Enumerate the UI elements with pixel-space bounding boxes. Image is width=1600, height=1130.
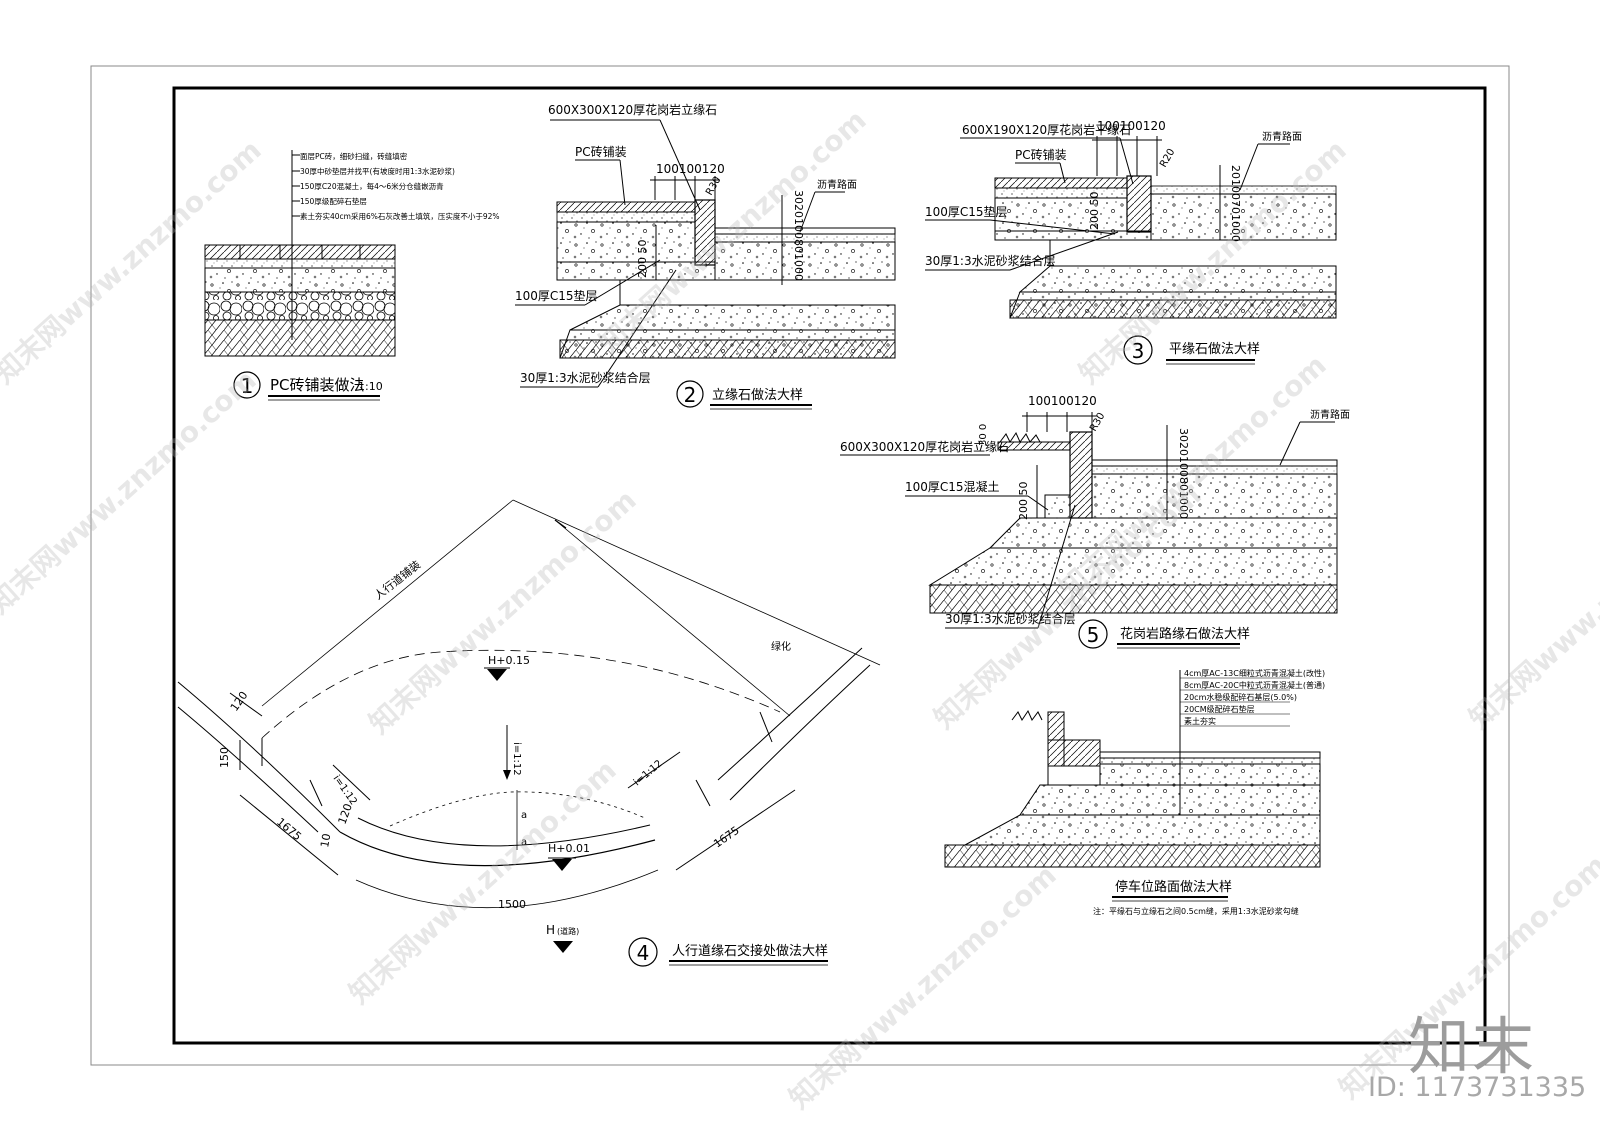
d4-title: 人行道缘石交接处做法大样 xyxy=(672,943,828,959)
detail-2-vertical-curb: 100100120 R30 600X300X120厚花岗岩立缘石 PC砖铺装 沥… xyxy=(515,102,896,410)
d3-asphalt-label: 沥青路面 xyxy=(1262,130,1302,143)
d1-title: PC砖铺装做法 xyxy=(270,376,365,394)
d5-mortar-label: 30厚1:3水泥砂浆结合层 xyxy=(945,611,1076,626)
d5-number-circle xyxy=(1078,619,1108,649)
watermark-9: 知末网www.znzmo.com xyxy=(783,858,1063,1115)
d5-dim-side: 200 50 xyxy=(1017,482,1030,521)
d4-level-mid: H+0.01 xyxy=(548,842,590,855)
d4-slope-center: i=1:12 xyxy=(511,742,522,776)
parking-title: 停车位路面做法大样 xyxy=(1115,879,1232,895)
d1-scale: 1:10 xyxy=(358,380,383,393)
d5-dim-small: 30 0 xyxy=(978,424,989,446)
d3-pc-label: PC砖铺装 xyxy=(1015,147,1067,162)
watermark-11: 知末网www.znzmo.com xyxy=(1463,478,1600,735)
d3-title: 平缘石做法大样 xyxy=(1169,342,1260,357)
d2-asphalt-label: 沥青路面 xyxy=(817,178,857,191)
d2-c15-label: 100厚C15垫层 xyxy=(515,288,598,303)
watermark-2: 知末网www.znzmo.com xyxy=(0,363,263,620)
d4-dim-150: 150 xyxy=(218,747,231,768)
d4-dim-1675b: 1675 xyxy=(711,824,741,851)
d3-number: 3 xyxy=(1132,339,1145,363)
d3-stone-label: 600X190X120厚花岗岩平缘石 xyxy=(962,122,1131,137)
parking-layer-1: 4cm厚AC-13C细粒式沥青混凝土(改性) xyxy=(1184,668,1325,678)
d1-note-2: 30厚中砂垫层并找平(有坡度时用1:3水泥砂浆) xyxy=(300,166,455,176)
d2-dim-top: 100100120 xyxy=(656,162,725,176)
parking-layer-3: 20cm水稳级配碎石基层(5.0%) xyxy=(1184,692,1297,702)
d4-level-road: H xyxy=(546,923,555,937)
d1-note-4: 150厚级配碎石垫层 xyxy=(300,196,367,206)
d1-number-circle xyxy=(233,371,261,399)
detail-5-granite-curb: 100100120 R30 30 0 600X300X120厚花岗岩立缘石 沥青… xyxy=(840,394,1350,649)
d2-dim-side: 200 50 xyxy=(636,240,649,279)
d4-level-road-note: (道路) xyxy=(557,926,579,936)
d5-title: 花岗岩路缘石做法大样 xyxy=(1120,626,1250,642)
d4-dim-1675a: 1675 xyxy=(274,815,304,843)
watermark-5: 知末网www.znzmo.com xyxy=(343,753,623,1010)
d1-number: 1 xyxy=(241,374,254,398)
d4-slope-right: i=1:12 xyxy=(632,758,665,788)
d5-dim-top: 100100120 xyxy=(1028,394,1097,408)
d5-layers: 3020100801000 xyxy=(1177,428,1190,519)
parking-note: 注：平缘石与立缘石之间0.5cm缝，采用1:3水泥砂浆勾缝 xyxy=(1093,906,1299,916)
d4-number: 4 xyxy=(637,941,650,965)
detail-1-pc-paving: 面层PC砖，细砂扫缝，砖缝填密 30厚中砂垫层并找平(有坡度时用1:3水泥砂浆)… xyxy=(204,150,500,401)
d5-radius: R30 xyxy=(1088,411,1107,434)
d3-layers: 20100701000 xyxy=(1229,165,1242,242)
d3-dim-top: 100100120 xyxy=(1097,119,1166,133)
d2-number-circle xyxy=(676,380,704,408)
document-id: ID: 1173731335 xyxy=(1368,1072,1587,1103)
d4-dim-120a: 120 xyxy=(228,689,251,714)
d3-c15-label: 100厚C15垫层 xyxy=(925,204,1008,219)
d5-asphalt-label: 沥青路面 xyxy=(1310,408,1350,421)
d3-mortar-label: 30厚1:3水泥砂浆结合层 xyxy=(925,253,1056,268)
d2-title: 立缘石做法大样 xyxy=(712,388,803,403)
d4-dim-a2: a xyxy=(521,837,527,848)
d1-note-5: 素土夯实40cm采用6%石灰改善土填筑，压实度不小于92% xyxy=(300,211,500,221)
brand-logo: 知末 xyxy=(1408,1010,1537,1083)
d5-stone-label: 600X300X120厚花岗岩立缘石 xyxy=(840,439,1009,454)
d3-radius: R20 xyxy=(1158,147,1177,170)
d1-note-1: 面层PC砖，细砂扫缝，砖缝填密 xyxy=(300,151,408,161)
d5-number: 5 xyxy=(1087,623,1100,647)
outer-frame xyxy=(90,65,1510,1066)
d5-c15-label: 100厚C15混凝土 xyxy=(905,479,1000,494)
d2-mortar-label: 30厚1:3水泥砂浆结合层 xyxy=(520,370,651,385)
d2-stone-label: 600X300X120厚花岗岩立缘石 xyxy=(548,102,717,117)
d4-dim-1500: 1500 xyxy=(498,898,526,911)
d4-slope-left: i=1:12 xyxy=(331,773,359,807)
detail-parking-pavement: 4cm厚AC-13C细粒式沥青混凝土(改性) 8cm厚AC-20C中粒式沥青混凝… xyxy=(944,668,1325,916)
d2-pc-label: PC砖铺装 xyxy=(575,144,627,159)
d3-dim-side: 200 50 xyxy=(1088,192,1101,231)
d4-green-label: 绿化 xyxy=(771,640,791,653)
d4-dim-10: 10 xyxy=(318,832,333,848)
parking-layer-5: 素土夯实 xyxy=(1184,716,1216,726)
d1-note-3: 150厚C20混凝土，每4～6米分仓缝嵌沥青 xyxy=(300,181,444,191)
detail-4-sidewalk-curb-junction: 120 150 1675 120 10 1675 1500 a a 人行道铺装 … xyxy=(177,499,881,967)
d2-radius: R30 xyxy=(704,175,723,198)
watermark-3: 知末网www.znzmo.com xyxy=(363,483,643,740)
d4-level-top: H+0.15 xyxy=(488,654,530,667)
parking-layer-2: 8cm厚AC-20C中粒式沥青混凝土(普通) xyxy=(1184,680,1325,690)
drawing-border xyxy=(172,86,1487,1045)
d2-layers: 3020100801000 xyxy=(792,190,805,281)
parking-layer-4: 20CM级配碎石垫层 xyxy=(1184,704,1255,714)
d3-number-circle xyxy=(1123,335,1153,365)
detail-3-flat-curb: 100100120 R20 600X190X120厚花岗岩平缘石 PC砖铺装 沥… xyxy=(925,119,1337,365)
d2-number: 2 xyxy=(684,383,697,407)
d4-dim-a1: a xyxy=(521,810,527,821)
d4-number-circle xyxy=(628,937,658,967)
